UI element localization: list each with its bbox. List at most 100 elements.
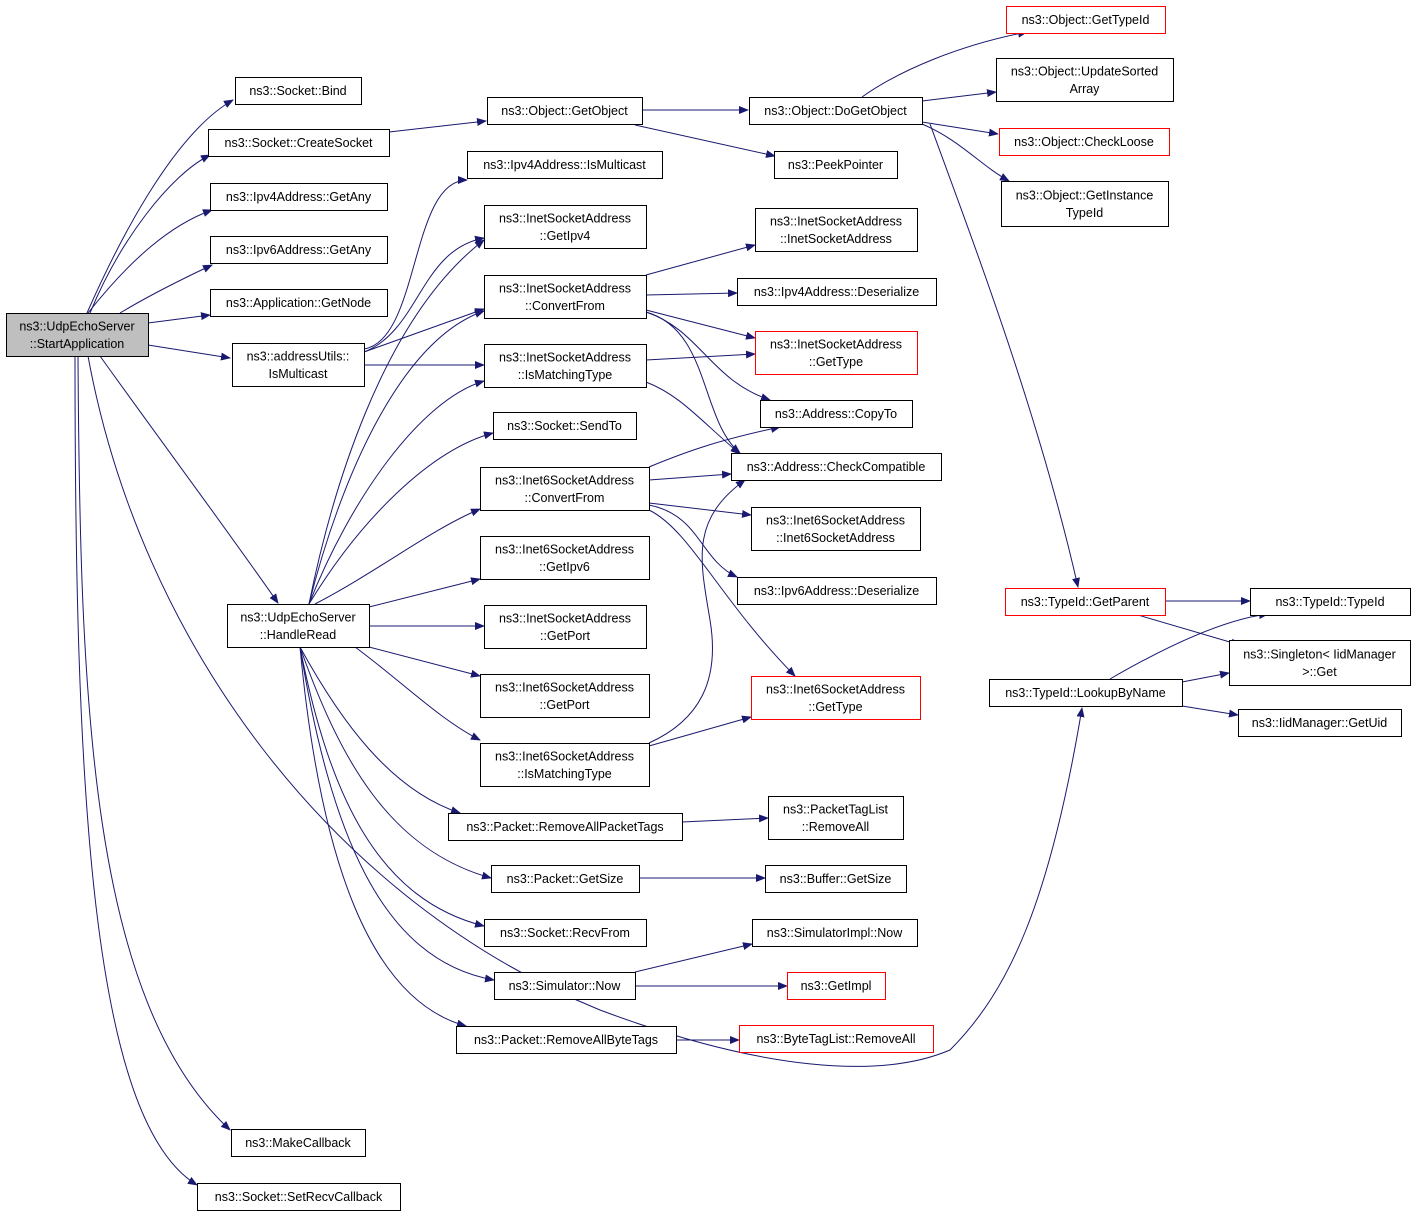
- node-label: ns3::Application::GetNode: [226, 296, 371, 310]
- node-label: ns3::Object::UpdateSorted: [1011, 64, 1158, 78]
- node-label: ns3::Socket::CreateSocket: [225, 136, 374, 150]
- call-nodes: ns3::UdpEchoServer::StartApplicationns3:…: [6, 6, 1411, 1211]
- function-node-do-get-object[interactable]: ns3::Object::DoGetObject: [749, 97, 923, 125]
- node-box: [467, 151, 663, 179]
- function-node-inet-ctor[interactable]: ns3::InetSocketAddress::InetSocketAddres…: [755, 208, 918, 252]
- call-edge: [147, 344, 231, 361]
- function-node-peek-pointer[interactable]: ns3::PeekPointer: [774, 151, 898, 179]
- node-box: [1006, 6, 1166, 34]
- node-label: ns3::InetSocketAddress: [499, 350, 631, 364]
- node-label: ns3::Object::DoGetObject: [764, 104, 907, 118]
- node-box: [487, 97, 643, 125]
- function-node-inet-get-ipv4[interactable]: ns3::InetSocketAddress::GetIpv4: [484, 205, 647, 249]
- node-label: ns3::Packet::RemoveAllByteTags: [474, 1033, 658, 1047]
- node-box: [484, 344, 647, 388]
- function-node-bind[interactable]: ns3::Socket::Bind: [235, 77, 362, 105]
- function-node-ipv4-deserialize[interactable]: ns3::Ipv4Address::Deserialize: [737, 278, 937, 306]
- function-node-type-id-lookup[interactable]: ns3::TypeId::LookupByName: [989, 679, 1183, 707]
- function-node-set-recv-callback[interactable]: ns3::Socket::SetRecvCallback: [197, 1183, 401, 1211]
- function-node-inet-convert-from[interactable]: ns3::InetSocketAddress::ConvertFrom: [484, 275, 647, 319]
- function-node-handle-read[interactable]: ns3::UdpEchoServer::HandleRead: [227, 604, 370, 648]
- function-node-start[interactable]: ns3::UdpEchoServer::StartApplication: [6, 313, 149, 357]
- function-node-remove-all-byte-tags[interactable]: ns3::Packet::RemoveAllByteTags: [456, 1026, 677, 1054]
- function-node-make-callback[interactable]: ns3::MakeCallback: [231, 1129, 366, 1157]
- node-label: ns3::Object::GetInstance: [1016, 188, 1154, 202]
- function-node-sim-impl-now[interactable]: ns3::SimulatorImpl::Now: [752, 919, 918, 947]
- function-node-ipv4-is-multicast[interactable]: ns3::Ipv4Address::IsMulticast: [467, 151, 663, 179]
- call-edge: [645, 350, 756, 361]
- node-label: ns3::InetSocketAddress: [770, 214, 902, 228]
- call-edge: [921, 121, 999, 137]
- call-edge: [368, 646, 481, 678]
- function-node-simulator-now[interactable]: ns3::Simulator::Now: [494, 972, 636, 1000]
- call-edge: [87, 355, 1085, 1067]
- call-edge: [363, 235, 485, 353]
- function-node-addr-copy-to[interactable]: ns3::Address::CopyTo: [760, 400, 913, 428]
- function-node-inet-get-type[interactable]: ns3::InetSocketAddress::GetType: [755, 331, 918, 375]
- function-node-inet-is-matching[interactable]: ns3::InetSocketAddress::IsMatchingType: [484, 344, 647, 388]
- function-node-addr-check-compat[interactable]: ns3::Address::CheckCompatible: [731, 453, 942, 481]
- function-node-obj-check-loose[interactable]: ns3::Object::CheckLoose: [999, 128, 1170, 156]
- function-node-recv-from[interactable]: ns3::Socket::RecvFrom: [484, 919, 647, 947]
- function-node-remove-all-packet-tags[interactable]: ns3::Packet::RemoveAllPacketTags: [448, 813, 683, 841]
- node-label: ns3::Packet::GetSize: [507, 872, 624, 886]
- function-node-inet6-get-type[interactable]: ns3::Inet6SocketAddress::GetType: [751, 676, 921, 720]
- function-node-obj-get-type-id[interactable]: ns3::Object::GetTypeId: [1006, 6, 1166, 34]
- node-box: [480, 467, 650, 511]
- call-edge: [648, 470, 732, 481]
- node-label: ns3::Inet6SocketAddress: [495, 680, 634, 694]
- function-node-send-to[interactable]: ns3::Socket::SendTo: [493, 412, 637, 440]
- call-edge: [368, 577, 481, 608]
- node-label: ns3::Buffer::GetSize: [780, 872, 892, 886]
- node-label: ns3::InetSocketAddress: [499, 211, 631, 225]
- function-node-inet-get-port[interactable]: ns3::InetSocketAddress::GetPort: [484, 605, 647, 649]
- node-box: [210, 289, 388, 317]
- node-label: ns3::IidManager::GetUid: [1252, 716, 1388, 730]
- node-box: [737, 577, 937, 605]
- call-edge: [363, 176, 468, 350]
- node-box: [480, 674, 650, 718]
- function-node-get-impl[interactable]: ns3::GetImpl: [787, 972, 886, 1000]
- function-node-type-id-get-parent[interactable]: ns3::TypeId::GetParent: [1005, 588, 1166, 616]
- node-box: [494, 972, 636, 1000]
- function-node-packet-get-size[interactable]: ns3::Packet::GetSize: [491, 865, 640, 893]
- node-label: ns3::Simulator::Now: [509, 979, 622, 993]
- function-node-create-socket[interactable]: ns3::Socket::CreateSocket: [208, 129, 390, 157]
- function-node-inet6-ctor[interactable]: ns3::Inet6SocketAddress::Inet6SocketAddr…: [751, 507, 921, 551]
- function-node-byte-tag-remove-all[interactable]: ns3::ByteTagList::RemoveAll: [739, 1025, 934, 1053]
- node-box: [774, 151, 898, 179]
- node-label: ns3::Inet6SocketAddress: [495, 473, 634, 487]
- node-label: ns3::Singleton< IidManager: [1243, 647, 1396, 661]
- call-edge: [299, 646, 467, 1028]
- node-label: ::InetSocketAddress: [780, 232, 892, 246]
- node-label: ns3::TypeId::GetParent: [1021, 595, 1150, 609]
- function-node-buffer-get-size[interactable]: ns3::Buffer::GetSize: [765, 865, 907, 893]
- function-node-inet6-get-port[interactable]: ns3::Inet6SocketAddress::GetPort: [480, 674, 650, 718]
- function-node-inet6-is-matching[interactable]: ns3::Inet6SocketAddress::IsMatchingType: [480, 743, 650, 787]
- node-label: ns3::Socket::Bind: [249, 84, 346, 98]
- function-node-addr-is-multicast[interactable]: ns3::addressUtils::IsMulticast: [232, 343, 365, 387]
- call-edge: [634, 124, 776, 158]
- function-node-app-get-node[interactable]: ns3::Application::GetNode: [210, 289, 388, 317]
- node-label: ns3::Object::GetTypeId: [1022, 13, 1150, 27]
- call-edge: [99, 355, 279, 604]
- function-node-iid-get-uid[interactable]: ns3::IidManager::GetUid: [1238, 709, 1402, 737]
- node-label: ns3::PacketTagList: [783, 802, 888, 816]
- node-label: ns3::MakeCallback: [245, 1136, 351, 1150]
- function-node-inet6-get-ipv6[interactable]: ns3::Inet6SocketAddress::GetIpv6: [480, 536, 650, 580]
- node-box: [484, 275, 647, 319]
- function-node-ipv6-deserialize[interactable]: ns3::Ipv6Address::Deserialize: [737, 577, 937, 605]
- call-edge: [1137, 614, 1241, 647]
- function-node-get-object[interactable]: ns3::Object::GetObject: [487, 97, 643, 125]
- function-node-type-id-ctor[interactable]: ns3::TypeId::TypeId: [1250, 588, 1411, 616]
- function-node-ipv6-get-any[interactable]: ns3::Ipv6Address::GetAny: [210, 236, 388, 264]
- function-node-ipv4-get-any[interactable]: ns3::Ipv4Address::GetAny: [210, 183, 388, 211]
- node-box: [731, 453, 942, 481]
- function-node-inet6-convert-from[interactable]: ns3::Inet6SocketAddress::ConvertFrom: [480, 467, 650, 511]
- call-edge: [1181, 670, 1230, 683]
- function-node-tag-list-remove-all[interactable]: ns3::PacketTagList::RemoveAll: [768, 796, 904, 840]
- node-box: [493, 412, 637, 440]
- function-node-singleton-get[interactable]: ns3::Singleton< IidManager>::Get: [1229, 640, 1411, 686]
